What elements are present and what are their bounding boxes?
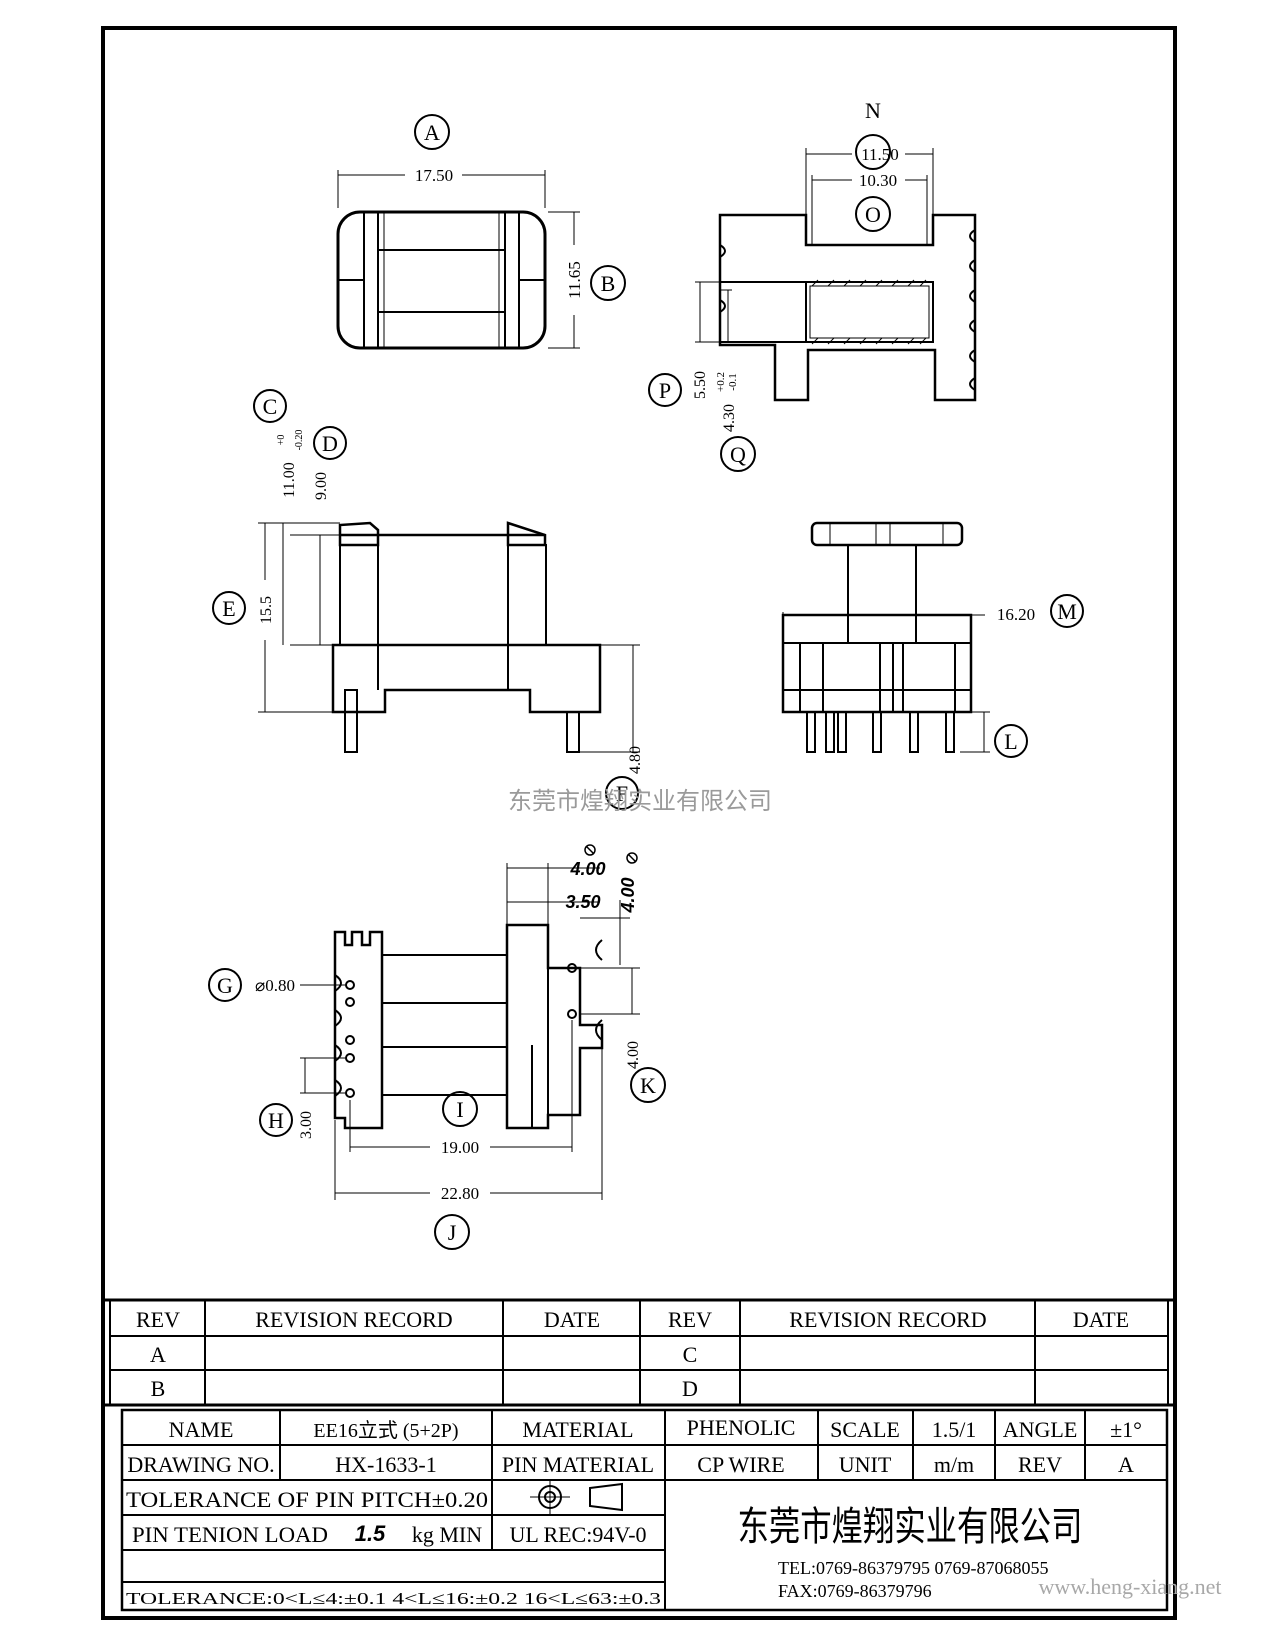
dim-side-q: 4.30 [721,404,738,432]
rev-header-1: REV [136,1307,180,1332]
rev-value: A [1118,1452,1134,1477]
rev-header-5: REVISION RECORD [789,1307,986,1332]
side-section-view [648,134,977,472]
material-value: PHENOLIC [687,1415,796,1440]
bottom-view [208,844,666,1250]
dim-bottom-k: 4.00 [625,1041,642,1069]
dim-side-inner: 10.30 [859,171,897,190]
rev-header-4: REV [668,1307,712,1332]
drawing-no-label: DRAWING NO. [127,1452,274,1477]
callout-c: C [263,394,278,419]
dim-bottom-j: 22.80 [441,1184,479,1203]
ul-rating: UL REC:94V-0 [509,1522,646,1547]
dim-top-width: 17.50 [415,166,453,185]
callout-f: F [616,781,628,806]
rev-row-a: A [150,1342,166,1367]
dim-right-m: 16.20 [997,605,1035,624]
name-value: EE16立式 (5+2P) [313,1419,458,1442]
dim-bottom-i: 19.00 [441,1138,479,1157]
callout-p: P [659,378,671,403]
angle-label: ANGLE [1003,1417,1078,1442]
dim-bottom-h: 3.00 [298,1111,315,1139]
dim-front-e: 15.5 [258,596,275,624]
watermark-center: 东莞市煌翔实业有限公司 [508,788,772,815]
pin-load-label: PIN TENION LOAD [132,1522,328,1547]
callout-a: A [424,120,440,145]
dim-bottom-pitch-a: 4.00 [569,859,605,879]
drawing-no-value: HX-1633-1 [335,1452,436,1477]
callout-j: J [448,1220,457,1245]
right-view [781,521,1084,758]
callout-k: K [640,1073,656,1098]
rev-row-b: B [151,1376,166,1401]
pin-load-value: 1.5 [355,1521,386,1546]
dim-side-q-tol-minus: -0.1 [727,373,739,390]
rev-header-6: DATE [1073,1307,1129,1332]
front-view [212,389,640,810]
unit-label: UNIT [839,1452,892,1477]
callout-m: M [1057,599,1077,624]
scale-label: SCALE [830,1417,900,1442]
sheet-frame [101,26,1177,1620]
dim-front-d: 9.00 [313,472,330,500]
callout-b: B [601,271,616,296]
dim-front-c-tol-plus: +0 [276,435,287,446]
rev-header-2: REVISION RECORD [255,1307,452,1332]
pitch-tolerance: TOLERANCE OF PIN PITCH±0.20 [126,1487,488,1512]
dim-front-f: 4.80 [627,746,644,774]
scale-value: 1.5/1 [932,1417,977,1442]
dim-bottom-pitch-b: 4.00 [618,877,638,913]
rev-row-c: C [683,1342,698,1367]
callout-i: I [456,1097,463,1122]
dim-top-height: 11.65 [565,261,584,299]
dim-bottom-g: ⌀0.80 [255,976,295,995]
callout-l: L [1004,729,1017,754]
dim-side-outer: 11.50 [861,145,899,164]
company-tel: TEL:0769-86379795 0769-87068055 [778,1558,1048,1578]
company-name: 东莞市煌翔实业有限公司 [738,1504,1083,1549]
rev-row-d: D [682,1376,698,1401]
pin-material-value: CP WIRE [697,1452,784,1477]
rev-header-3: DATE [544,1307,600,1332]
callout-e: E [222,596,235,621]
callout-h: H [268,1108,284,1133]
top-view [336,114,626,350]
pin-material-label: PIN MATERIAL [502,1452,654,1477]
callout-g: G [217,973,233,998]
angle-value: ±1° [1110,1417,1142,1442]
callout-o: O [865,202,881,227]
dim-side-p: 5.50 [692,371,709,399]
callout-n: N [865,98,881,123]
callout-q: Q [730,442,746,467]
website-watermark: www.heng-xiang.net [1038,1574,1221,1599]
title-block [103,1403,1175,1612]
dim-front-c-tol-minus: -0.20 [294,430,305,451]
dim-bottom-inset: 3.50 [565,892,600,912]
dim-side-q-tol-plus: +0.2 [715,372,727,392]
company-fax: FAX:0769-86379796 [778,1581,932,1601]
rev-label: REV [1018,1452,1062,1477]
material-label: MATERIAL [522,1417,633,1442]
callout-d: D [322,431,338,456]
name-label: NAME [169,1417,234,1442]
dim-front-c: 11.00 [281,462,298,497]
unit-value: m/m [934,1452,974,1477]
pin-load-unit: kg MIN [412,1522,482,1547]
tolerance-line: TOLERANCE:0<L≤4:±0.1 4<L≤16:±0.2 16<L≤63… [126,1589,661,1608]
